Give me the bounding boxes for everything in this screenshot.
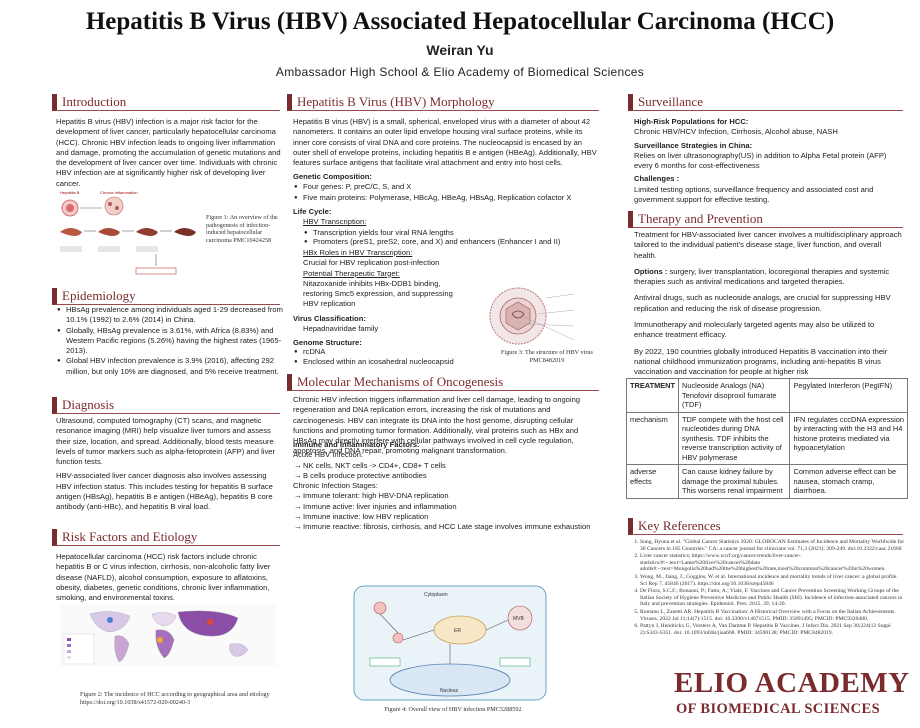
genome-structure-bullet: rcDNA <box>293 347 493 358</box>
figure-4-label-nucleus: Nucleus <box>440 688 459 694</box>
genetic-composition-label: Genetic Composition: <box>293 172 372 181</box>
references-list: Sung, Hyuna et al. "Global Cancer Statis… <box>640 539 905 637</box>
table-header-row: TREATMENT Nucleoside Analogs (NA) Tenofo… <box>625 378 908 413</box>
transcription-bullet: Promoters (preS1, preS2, core, and X) an… <box>303 237 603 248</box>
challenges-label: Challenges : <box>634 174 680 184</box>
surveillance-heading: Surveillance <box>628 94 903 111</box>
high-risk-label: High-Risk Populations for HCC: <box>634 117 749 126</box>
therapy-paragraph-5: By 2022, 190 countries globally introduc… <box>634 346 888 377</box>
affiliation: Ambassador High School & Elio Academy of… <box>275 65 645 79</box>
genome-structure-bullet: Enclosed within an icosahedral nucleocap… <box>293 357 493 368</box>
figure-4-label-cytoplasm: Cytoplasm <box>424 592 448 598</box>
reference-item: Wong, M., Jiang, J., Goggins, W. et al. … <box>640 574 905 587</box>
table-row: mechanism TDF compete with the host cell… <box>625 411 908 465</box>
references-heading: Key References <box>628 518 903 535</box>
acute-infection-label: Acute HBV Infection: <box>293 450 364 460</box>
treatment-table: TREATMENT Nucleoside Analogs (NA) Tenofo… <box>625 378 908 499</box>
oncogenesis-heading: Molecular Mechanisms of Oncogenesis <box>287 374 599 391</box>
options-label: Options : <box>634 266 668 276</box>
reference-item: Romano L, Zanetti AR. Hepatitis B Vaccin… <box>640 609 905 622</box>
table-row: adverse effects Can cause kidney failure… <box>625 464 908 499</box>
reference-item: Pattyn J, Hendrickx G, Vorsters A, Van D… <box>640 623 905 636</box>
immune-factors-label: Immune and Inflammatory Factors: <box>293 440 420 449</box>
genome-structure-label: Genome Structure: <box>293 338 362 348</box>
options-text: surgery, liver transplantation, locoregi… <box>634 266 890 287</box>
figure-4-label-er: ER <box>454 628 461 634</box>
figure-3-caption: Figure 3: The structure of HBV virus PMC… <box>501 349 593 364</box>
challenges-text: Limited testing options, surveillance fr… <box>634 184 874 205</box>
classification-text: Hepadnaviridae family <box>303 324 379 334</box>
therapy-paragraph-3: Antiviral drugs, such as nucleoside anal… <box>634 293 891 313</box>
reference-item: Liver cancer statistics; https://www.wcr… <box>640 553 905 573</box>
oncogenesis-paragraph: Chronic HBV infection triggers inflammat… <box>293 395 581 456</box>
chronic-stage-bullet: Immune reactive: fibrosis, cirrhosis, an… <box>293 522 598 533</box>
hbx-label: HBx Roles in HBV Transcription: <box>303 248 413 257</box>
life-cycle-label: Life Cycle: <box>293 207 332 216</box>
hcc-incidence-world-map <box>60 604 276 666</box>
table-cell: IFN regulates cccDNA expression by inter… <box>789 411 908 465</box>
china-strategy-text: Relies on liver ultrasonography(US) in a… <box>634 150 887 171</box>
figure-1-caption: Figure 1: An overview of the pathogenesi… <box>206 214 278 244</box>
transcription-label: HBV Transcription: <box>303 217 367 227</box>
diagnosis-paragraph-2: HBV-associated liver cancer diagnosis al… <box>56 471 273 512</box>
table-header-cell: Nucleoside Analogs (NA) Tenofovir disopr… <box>678 378 791 413</box>
morphology-heading: Hepatitis B Virus (HBV) Morphology <box>287 94 599 111</box>
chronic-stage-bullet: Immune inactive: low HBV replication <box>293 512 598 523</box>
hbx-text: Crucial for HBV replication post-infecti… <box>303 258 440 268</box>
logo-line-1: ELIO ACADEMY <box>674 667 910 699</box>
therapy-heading: Therapy and Prevention <box>628 211 903 228</box>
table-cell: TDF compete with the host cell nucleotid… <box>678 411 791 465</box>
table-cell: Common adverse effect can be nausea, sto… <box>789 464 908 499</box>
reference-item: De Flora, S.C.F.; Bonanni, P.; Fatto, A.… <box>640 588 905 608</box>
introduction-heading: Introduction <box>52 94 280 111</box>
classification-label: Virus Classification: <box>293 313 366 323</box>
diagnosis-paragraph-1: Ultrasound, computed tomography (CT) sca… <box>56 416 276 467</box>
figure-2-caption: Figure 2: The incidence of HCC according… <box>80 691 270 706</box>
pathogenesis-figure: Hepatitis B Chronic inflammation <box>60 190 196 275</box>
table-cell: mechanism <box>625 411 680 465</box>
acute-bullet: B cells produce protective antibodies <box>293 471 598 482</box>
genetic-bullet: Four genes: P, preC/C, S, and X <box>293 182 598 193</box>
therapeutic-target-text: Nitazoxanide inhibits HBx-DDB1 binding, … <box>303 278 453 309</box>
genetic-bullet: Five main proteins: Polymerase, HBcAg, H… <box>293 193 598 204</box>
figure-4-caption: Figure 4: Overall view of HBV infection … <box>384 706 522 713</box>
table-header-cell: TREATMENT <box>625 378 680 413</box>
table-header-cell: Pegylated Interferon (PegIFN) <box>789 378 908 413</box>
therapy-paragraph-4: Immunotherapy and molecularly targeted a… <box>634 320 875 340</box>
risk-factors-text: Hepatocellular carcinoma (HCC) risk fact… <box>56 552 271 603</box>
reference-item: Sung, Hyuna et al. "Global Cancer Statis… <box>640 539 905 552</box>
table-cell: adverse effects <box>625 464 680 499</box>
figure-1-label-hepb: Hepatitis B <box>60 190 80 195</box>
diagnosis-heading: Diagnosis <box>52 397 280 414</box>
chronic-stages-label: Chronic Infection Stages: <box>293 481 378 491</box>
figure-1-label-inflammation: Chronic inflammation <box>100 190 138 195</box>
epidemiology-heading: Epidemiology <box>52 288 280 305</box>
figure-4-label-mvb: MVB <box>513 616 525 622</box>
risk-factors-heading: Risk Factors and Etiology <box>52 529 280 546</box>
table-cell: Can cause kidney failure by damage the p… <box>678 464 791 499</box>
chronic-stage-bullet: Immune active: liver injuries and inflam… <box>293 502 598 513</box>
author-name: Weiran Yu <box>426 42 494 58</box>
hbv-structure-figure <box>489 287 575 345</box>
introduction-text: Hepatitis B virus (HBV) infection is a m… <box>56 117 281 188</box>
morphology-paragraph: Hepatitis B virus (HBV) is a small, sphe… <box>293 117 597 168</box>
transcription-bullet: Transcription yields four viral RNA leng… <box>303 228 463 239</box>
hbv-infection-figure: Cytoplasm ER Nucleus MVB <box>353 585 547 701</box>
epidemiology-bullet: HBsAg prevalence among individuals aged … <box>56 305 284 326</box>
poster-title: Hepatitis B Virus (HBV) Associated Hepat… <box>85 8 835 35</box>
acute-bullet: NK cells, NKT cells -> CD4+, CD8+ T cell… <box>293 461 598 472</box>
epidemiology-bullet: Global HBV infection prevalence is 3.9% … <box>56 356 284 377</box>
therapeutic-target-label: Potential Therapeutic Target: <box>303 268 400 278</box>
china-strategy-label: Surveillance Strategies in China: <box>634 140 753 150</box>
therapy-paragraph-1: Treatment for HBV-associated liver cance… <box>634 230 902 260</box>
epidemiology-bullet: Globally, HBsAg prevalence is 3.61%, wit… <box>56 326 284 357</box>
high-risk-text: Chronic HBV/HCV Infection, Cirrhosis, Al… <box>634 127 838 137</box>
logo-line-2: OF BIOMEDICAL SCIENCES <box>676 701 881 717</box>
chronic-stage-bullet: Immune tolerant: high HBV-DNA replicatio… <box>293 491 598 502</box>
